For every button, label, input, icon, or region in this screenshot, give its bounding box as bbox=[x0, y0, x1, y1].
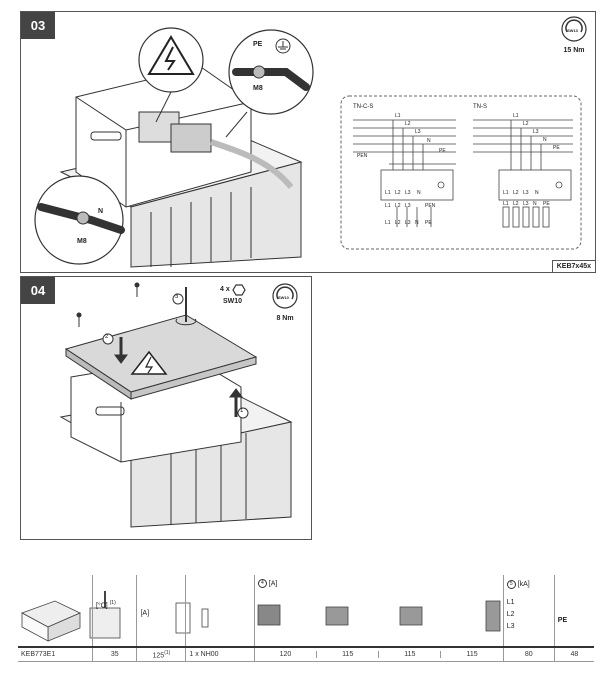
tnc-out-l1: L1 bbox=[385, 203, 391, 209]
row-icc-4: 115 bbox=[440, 651, 502, 658]
row-current-footnote: (1) bbox=[164, 649, 171, 656]
step-04-illustration bbox=[59, 282, 298, 528]
tns-out-l2: L2 bbox=[513, 201, 519, 207]
callout-2-label: 2 bbox=[105, 334, 109, 340]
row-icc-1: 120 bbox=[279, 651, 292, 658]
hex-socket-icon bbox=[232, 284, 246, 296]
tns-out-pe: PE bbox=[543, 201, 550, 207]
callout-3 bbox=[172, 293, 184, 305]
row-ka-l: 80 bbox=[502, 646, 555, 662]
screw-count-label: 4 x bbox=[220, 286, 230, 293]
tns-terminal-l2: L2 bbox=[513, 190, 519, 196]
electric-hazard-icon bbox=[147, 35, 195, 75]
tnc-terminal-l1: L1 bbox=[385, 190, 391, 196]
spec-table: [°C] (1) [A] 4 [A] 5 [kA] L1 L2 L3 PE KE… bbox=[18, 575, 594, 662]
tnc-pen-label: PEN bbox=[357, 153, 368, 159]
tool-label: SW10 bbox=[223, 298, 243, 305]
tnc-title: TN-C-S bbox=[353, 104, 374, 110]
callout-1 bbox=[237, 407, 249, 419]
tnc-terminal-l3: L3 bbox=[405, 190, 411, 196]
callout-2 bbox=[102, 333, 114, 345]
temp-header-footnote: (1) bbox=[109, 600, 116, 606]
tns-terminal-n: N bbox=[535, 190, 539, 196]
tnc-terminal-n: N bbox=[417, 190, 421, 196]
tns-line-n: N bbox=[543, 137, 547, 143]
step-03-number: 03 bbox=[21, 12, 55, 39]
tns-terminal-l3: L3 bbox=[523, 190, 529, 196]
tns-out-l3: L3 bbox=[523, 201, 529, 207]
current-header: [A] bbox=[140, 610, 150, 617]
tns-title: TN-S bbox=[473, 104, 487, 110]
tns-line-l2: L2 bbox=[523, 121, 529, 127]
row-current: 125 bbox=[152, 652, 165, 660]
torque-value-04: 8 Nm bbox=[276, 315, 294, 322]
torque-tool-label-04: SW10 bbox=[278, 295, 289, 300]
phase-l3-label: L3 bbox=[506, 623, 515, 630]
tns-line-pe: PE bbox=[553, 145, 560, 151]
product-code-tag: KEB7x45x bbox=[551, 260, 595, 272]
torque-value: 15 Nm bbox=[563, 47, 585, 54]
tns-terminal-l1: L1 bbox=[503, 190, 509, 196]
row-temp: 35 bbox=[91, 646, 137, 662]
step-04-number: 04 bbox=[21, 277, 55, 304]
temp-header: [°C] bbox=[95, 602, 108, 610]
row-icc-3: 115 bbox=[378, 651, 440, 658]
tnc-out2-l1: L1 bbox=[385, 220, 391, 226]
tnc-pe-label: PE bbox=[439, 148, 446, 154]
tnc-line-l2: L2 bbox=[405, 121, 411, 127]
row-code: KEB773E1 bbox=[18, 646, 93, 662]
icc-ka-header: [kA] bbox=[517, 581, 530, 588]
phase-l2-label: L2 bbox=[506, 611, 515, 618]
table-row: KEB773E1 35 125(1) 1 x NH00 120 115 115 … bbox=[18, 646, 594, 662]
row-icc-2: 115 bbox=[316, 651, 378, 658]
step-03-illustration bbox=[34, 16, 587, 268]
row-ka-pe: 48 bbox=[553, 646, 594, 662]
tnc-line-l1: L1 bbox=[395, 113, 401, 119]
phase-l1-label: L1 bbox=[506, 599, 515, 606]
lid-hazard-icon bbox=[130, 350, 168, 375]
callout-3-label: 3 bbox=[175, 294, 179, 300]
icc-ka-number: 5 bbox=[506, 579, 516, 589]
icc-a-header: [A] bbox=[268, 580, 278, 588]
tnc-out-l3: L3 bbox=[405, 203, 411, 209]
pe-label: PE bbox=[253, 41, 263, 48]
tns-out-l1: L1 bbox=[503, 201, 509, 207]
bolt-neutral-label: N bbox=[98, 208, 104, 215]
tnc-out2-l2: L2 bbox=[395, 220, 401, 226]
pe-header: PE bbox=[557, 617, 568, 624]
step-03-panel: 03 bbox=[20, 11, 596, 273]
callout-1-label: 1 bbox=[240, 408, 244, 414]
tnc-out2-l3: L3 bbox=[405, 220, 411, 226]
torque-tool-label: SW13 bbox=[567, 28, 578, 33]
bolt-left-label: M8 bbox=[77, 238, 87, 245]
tnc-n-label: N bbox=[427, 138, 431, 144]
icc-a-number: 4 bbox=[257, 579, 267, 588]
tnc-line-l3: L3 bbox=[415, 129, 421, 135]
tnc-out-pen: PEN bbox=[425, 203, 436, 209]
wiring-diagram-box bbox=[340, 95, 582, 250]
tnc-out2-n: N bbox=[415, 220, 419, 226]
tns-out-n: N bbox=[533, 201, 537, 207]
tnc-out-l2: L2 bbox=[395, 203, 401, 209]
tns-line-l3: L3 bbox=[533, 129, 539, 135]
step-04-panel: 04 bbox=[20, 276, 312, 540]
tns-line-l1: L1 bbox=[513, 113, 519, 119]
tnc-out2-pe: PE bbox=[425, 220, 432, 226]
row-fuse: 1 x NH00 bbox=[185, 646, 255, 662]
tnc-terminal-l2: L2 bbox=[395, 190, 401, 196]
bolt-top-label: M8 bbox=[253, 85, 263, 92]
